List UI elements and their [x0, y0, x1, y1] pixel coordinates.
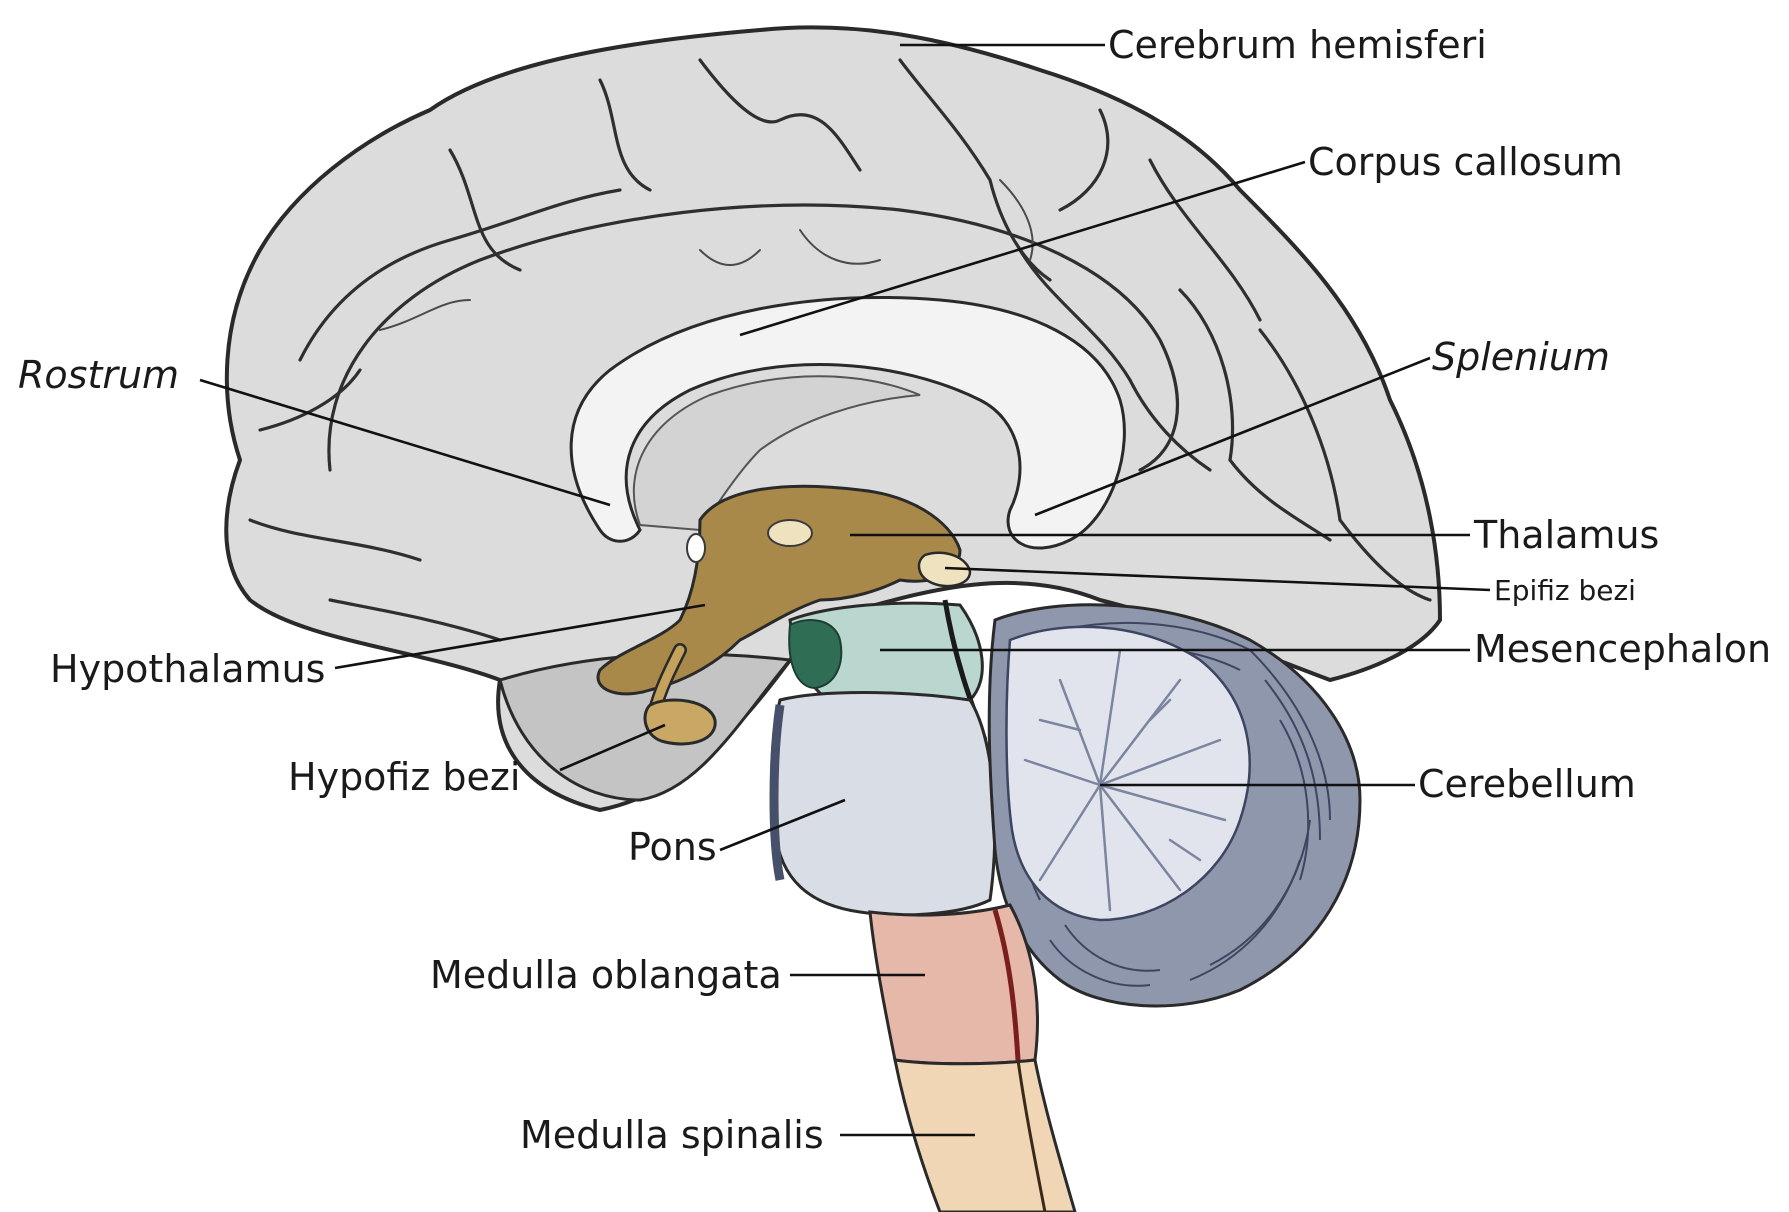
- label-thalamus: Thalamus: [1473, 513, 1659, 557]
- pons: [772, 693, 995, 915]
- anterior-commissure: [687, 534, 705, 562]
- label-epifiz: Epifiz bezi: [1494, 574, 1636, 607]
- label-medulla-oblongata: Medulla oblangata: [430, 953, 782, 997]
- label-pons: Pons: [628, 825, 717, 869]
- interthalamic-adhesion: [768, 520, 812, 546]
- pons-shape: [772, 693, 995, 915]
- label-hypofiz: Hypofiz bezi: [288, 755, 520, 799]
- label-cerebellum: Cerebellum: [1418, 762, 1636, 806]
- label-splenium: Splenium: [1432, 335, 1610, 379]
- pituitary-gland: [645, 700, 715, 744]
- label-hypothalamus: Hypothalamus: [50, 647, 325, 691]
- label-rostrum: Rostrum: [18, 353, 179, 397]
- label-corpus-callosum: Corpus callosum: [1308, 140, 1623, 184]
- colliculus: [789, 620, 841, 688]
- label-medulla-spinalis: Medulla spinalis: [520, 1113, 824, 1157]
- label-cerebrum: Cerebrum hemisferi: [1108, 23, 1487, 67]
- medulla-oblongata: [870, 905, 1037, 1064]
- label-mesencephalon: Mesencephalon: [1474, 627, 1771, 671]
